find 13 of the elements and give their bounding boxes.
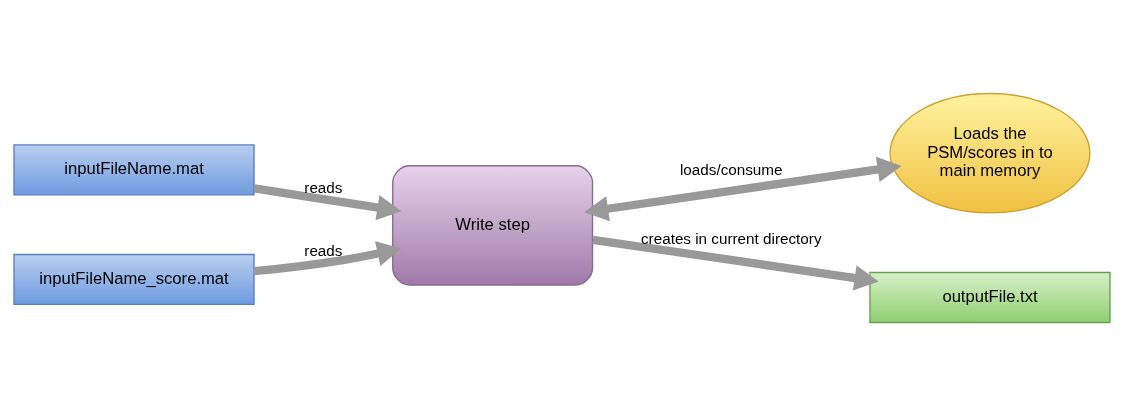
- node-box: inputFileName_score.mat: [13, 253, 255, 306]
- edge-label: reads: [304, 179, 343, 197]
- edge-label: creates in current directory: [640, 230, 822, 248]
- arrow: [253, 184, 402, 221]
- node-box: Write step: [392, 165, 594, 286]
- edge-label: reads: [304, 241, 343, 259]
- arrow: [584, 156, 902, 222]
- arrow: [592, 235, 879, 291]
- node-box: outputFile.txt: [869, 271, 1111, 324]
- node-ellipse: Loads the PSM/scores in to main memory: [889, 92, 1091, 214]
- edge-label: loads/consume: [679, 161, 783, 179]
- arrow: [253, 241, 402, 276]
- node-box: inputFileName.mat: [13, 144, 255, 196]
